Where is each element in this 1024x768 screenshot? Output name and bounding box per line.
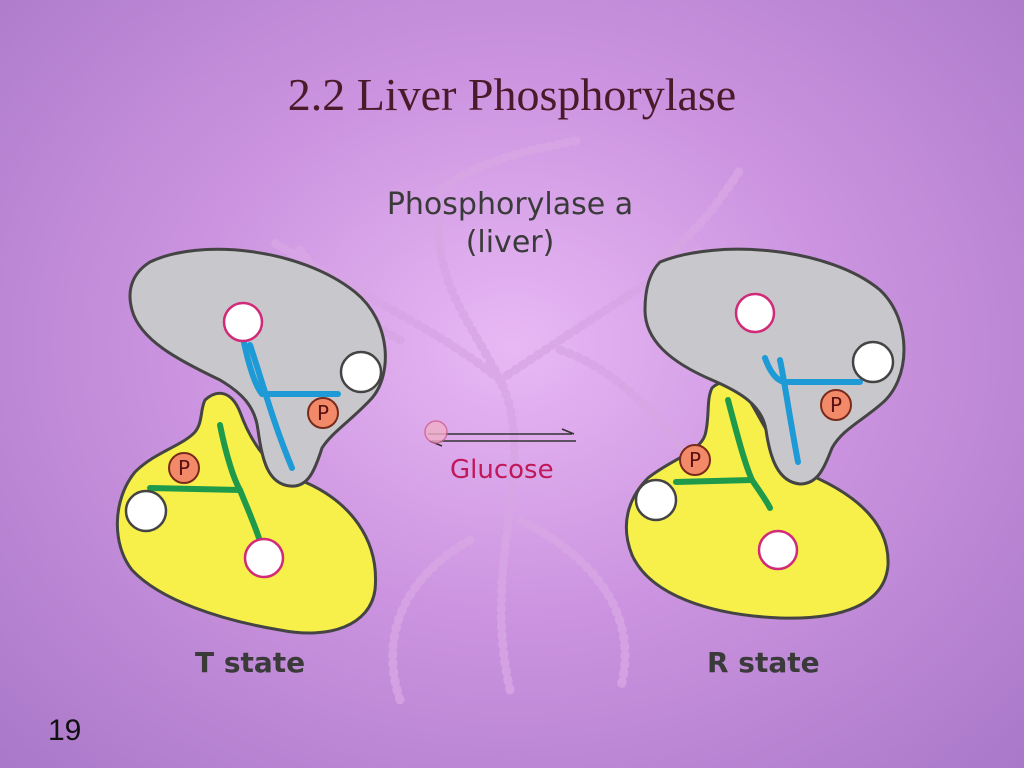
t-upper-side-site	[339, 350, 383, 394]
diagram-heading: Phosphorylase a (liver)	[360, 186, 660, 262]
diagram-heading-line1: Phosphorylase a	[386, 187, 634, 222]
glucose-marker	[424, 420, 448, 444]
t-upper-strand	[240, 335, 341, 397]
r-lower-side-site	[634, 478, 678, 522]
r-upper-phosphate: P	[820, 389, 852, 421]
r-lower-site	[757, 529, 799, 571]
r-upper-side-site	[851, 340, 895, 384]
glucose-label: Glucose	[450, 455, 554, 485]
t-state-enzyme: P P	[115, 247, 387, 635]
t-state-label: T state	[195, 646, 306, 679]
t-lower-side-site	[124, 489, 168, 533]
t-upper-site	[222, 301, 264, 343]
slide-number: 19	[48, 714, 82, 747]
svg-text:P: P	[689, 448, 701, 472]
slide-title: 2.2 Liver Phosphorylase	[287, 69, 737, 120]
glycogen-background	[265, 135, 745, 705]
equilibrium-arrows	[424, 420, 576, 447]
r-upper-subunit	[643, 247, 906, 486]
r-state-label: R state	[707, 646, 820, 679]
t-lower-phosphate: P	[168, 452, 200, 484]
t-upper-phosphate: P	[307, 397, 339, 429]
r-lower-phosphate: P	[679, 444, 711, 476]
r-upper-site	[734, 292, 776, 334]
r-state-enzyme: P P	[624, 247, 906, 620]
t-lower-site	[243, 537, 285, 579]
svg-text:P: P	[178, 456, 190, 480]
svg-text:P: P	[830, 393, 842, 417]
svg-text:P: P	[317, 401, 329, 425]
diagram-heading-line2: (liver)	[465, 225, 555, 260]
